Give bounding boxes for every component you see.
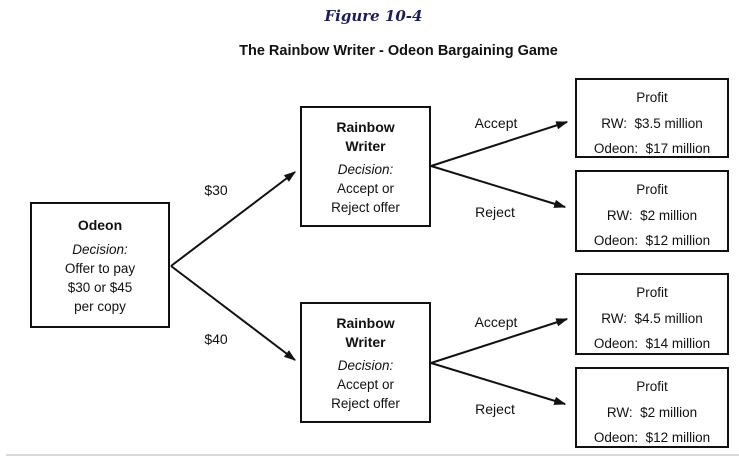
node-title: Rainbow — [336, 119, 395, 135]
decision-label: Decision: — [337, 358, 394, 373]
node-line: Accept or — [336, 377, 395, 392]
branch-label-offer-30: $30 — [204, 182, 228, 198]
payoff-node-reject-40: Profit RW: $2 million Odeon: $12 million — [575, 367, 729, 448]
accept-top-arrow — [430, 121, 569, 167]
payoff-odeon-line: Odeon: $12 million — [593, 430, 711, 445]
payoff-title: Profit — [636, 90, 668, 105]
node-line: Offer to pay — [64, 261, 136, 276]
payoff-rw-line: RW: $2 million — [606, 207, 698, 223]
offer-30-arrow — [170, 171, 296, 267]
payoff-node-reject-30: Profit RW: $2 million Odeon: $12 million — [575, 170, 729, 252]
decision-node-odeon: Odeon Decision: Offer to pay $30 or $45 … — [30, 202, 170, 328]
branch-label-reject-bottom: Reject — [475, 401, 515, 417]
decision-node-rainbow-writer-top: Rainbow Writer Decision: Accept or Rejec… — [300, 106, 431, 227]
accept-bottom-arrow — [430, 318, 569, 364]
payoff-odeon-line: Odeon: $12 million — [593, 233, 711, 248]
node-title: Rainbow — [336, 315, 395, 331]
branch-label-reject-top: Reject — [475, 204, 515, 220]
branch-label-accept-top: Accept — [474, 115, 518, 131]
branch-label-accept-bottom: Accept — [474, 314, 518, 330]
node-line: per copy — [74, 299, 126, 314]
decision-label: Decision: — [72, 242, 128, 257]
node-title: Writer — [345, 138, 386, 154]
branch-label-offer-40: $40 — [204, 331, 228, 347]
payoff-title: Profit — [636, 182, 668, 197]
node-line: $30 or $45 — [67, 280, 133, 295]
figure-label: Figure 10-4 — [324, 7, 423, 25]
decision-label: Decision: — [337, 162, 394, 177]
reject-bottom-arrow — [430, 362, 567, 405]
node-title: Odeon — [77, 217, 123, 233]
reject-top-arrow — [430, 165, 567, 208]
payoff-rw-line: RW: $2 million — [606, 404, 698, 420]
payoff-odeon-line: Odeon: $17 million — [593, 141, 711, 156]
node-line: Accept or — [336, 181, 395, 196]
figure-title: The Rainbow Writer - Odeon Bargaining Ga… — [239, 43, 558, 59]
offer-40-arrow — [170, 265, 296, 361]
node-line: Reject offer — [331, 200, 400, 215]
page-rule-divider — [6, 454, 739, 456]
decision-node-rainbow-writer-bottom: Rainbow Writer Decision: Accept or Rejec… — [300, 302, 431, 423]
payoff-rw-line: RW: $3.5 million — [601, 115, 703, 131]
payoff-node-accept-30: Profit RW: $3.5 million Odeon: $17 milli… — [575, 78, 729, 158]
node-line: Reject offer — [331, 396, 400, 411]
payoff-title: Profit — [636, 379, 668, 394]
node-title: Writer — [345, 334, 386, 350]
payoff-node-accept-40: Profit RW: $4.5 million Odeon: $14 milli… — [575, 273, 729, 355]
payoff-odeon-line: Odeon: $14 million — [593, 336, 711, 351]
payoff-title: Profit — [636, 285, 668, 300]
payoff-rw-line: RW: $4.5 million — [601, 310, 703, 326]
